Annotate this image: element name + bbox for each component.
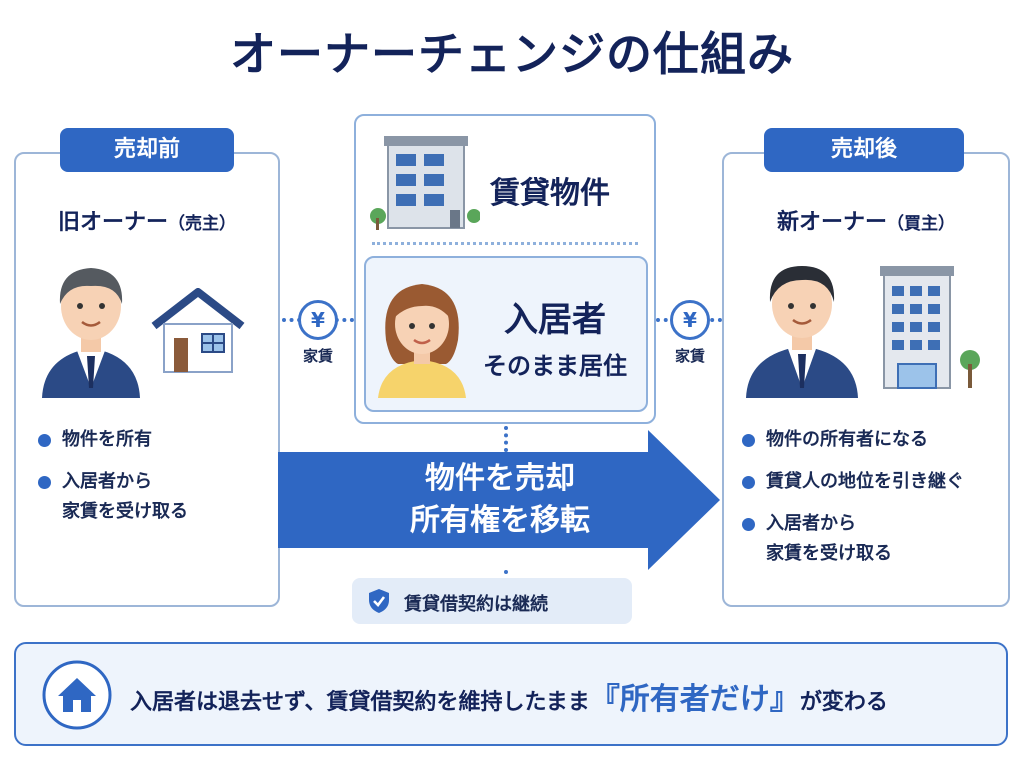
building-icon xyxy=(880,266,980,389)
new-owner-label: 新オーナー xyxy=(776,210,887,235)
after-point-2: 賃貸人の地位を引き継ぐ xyxy=(740,467,1006,497)
after-badge: 売却後 xyxy=(764,128,964,172)
property-divider xyxy=(372,242,638,245)
old-owner-label: 旧オーナー xyxy=(57,210,168,235)
summary-emphasis: 『所有者だけ』 xyxy=(589,682,800,717)
old-owner-role: （売主） xyxy=(168,214,236,234)
new-owner-avatar xyxy=(746,266,858,398)
tenant-avatar xyxy=(378,284,466,398)
home-icon xyxy=(42,660,112,730)
before-point-1: 物件を所有 xyxy=(36,425,272,455)
shield-check-icon xyxy=(369,589,389,613)
before-point-2: 入居者から家賃を受け取る xyxy=(36,467,272,527)
arrow-link-bottom xyxy=(504,570,508,582)
after-point-1: 物件の所有者になる xyxy=(740,425,1006,455)
contract-badge: 賃貸借契約は継続 xyxy=(352,578,632,624)
yen-icon: ¥ xyxy=(298,300,338,340)
new-owner-role: （買主） xyxy=(887,214,955,234)
house-icon xyxy=(151,288,245,373)
summary-text: 入居者は退去せず、賃貸借契約を維持したまま『所有者だけ』が変わる xyxy=(130,674,888,718)
rent-label-left: 家賃 xyxy=(302,347,333,365)
rent-label-right: 家賃 xyxy=(674,347,705,365)
tenant-label: 入居者 xyxy=(504,300,606,340)
property-label: 賃貸物件 xyxy=(490,176,610,211)
before-points: 物件を所有 入居者から家賃を受け取る xyxy=(36,425,272,539)
after-points: 物件の所有者になる 賃貸人の地位を引き継ぐ 入居者から家賃を受け取る xyxy=(740,425,1006,581)
transfer-text: 物件を売却 所有権を移転 xyxy=(300,458,700,542)
new-owner-title: 新オーナー（買主） xyxy=(722,204,1010,236)
after-point-3: 入居者から家賃を受け取る xyxy=(740,509,1006,569)
yen-icon: ¥ xyxy=(670,300,710,340)
summary-bar xyxy=(14,642,1008,746)
before-badge: 売却前 xyxy=(60,128,234,172)
building-icon xyxy=(370,136,480,230)
summary-suffix: が変わる xyxy=(799,690,888,715)
tenant-status: そのまま居住 xyxy=(483,352,627,380)
arrow-right-icon xyxy=(278,430,720,570)
old-owner-avatar xyxy=(42,268,140,398)
transfer-line-1: 物件を売却 xyxy=(425,461,575,496)
transfer-line-2: 所有権を移転 xyxy=(410,503,590,538)
contract-label: 賃貸借契約は継続 xyxy=(404,594,548,615)
page-title: オーナーチェンジの仕組み xyxy=(230,27,794,81)
property-link xyxy=(504,426,508,452)
summary-prefix: 入居者は退去せず、賃貸借契約を維持したまま xyxy=(130,690,590,715)
old-owner-title: 旧オーナー（売主） xyxy=(14,204,280,236)
